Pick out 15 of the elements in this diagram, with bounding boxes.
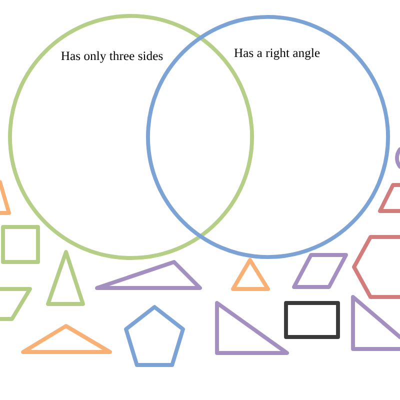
triangle-outline bbox=[0, 180, 11, 215]
triangle-outline bbox=[231, 258, 270, 291]
triangle-outline bbox=[215, 301, 289, 355]
pentagon-outline bbox=[124, 305, 185, 367]
triangle-outline bbox=[351, 295, 400, 351]
circle-outline bbox=[395, 147, 400, 169]
hexagon-outline bbox=[352, 235, 400, 299]
triangle-outline bbox=[95, 260, 202, 290]
parallelogram-outline bbox=[292, 253, 348, 289]
parallelogram-outline bbox=[0, 287, 32, 321]
rectangle-outline bbox=[284, 301, 340, 339]
square-outline bbox=[1, 225, 40, 264]
triangle-outline bbox=[21, 324, 112, 354]
triangle-outline bbox=[46, 250, 85, 306]
parallelogram-outline bbox=[378, 183, 400, 213]
